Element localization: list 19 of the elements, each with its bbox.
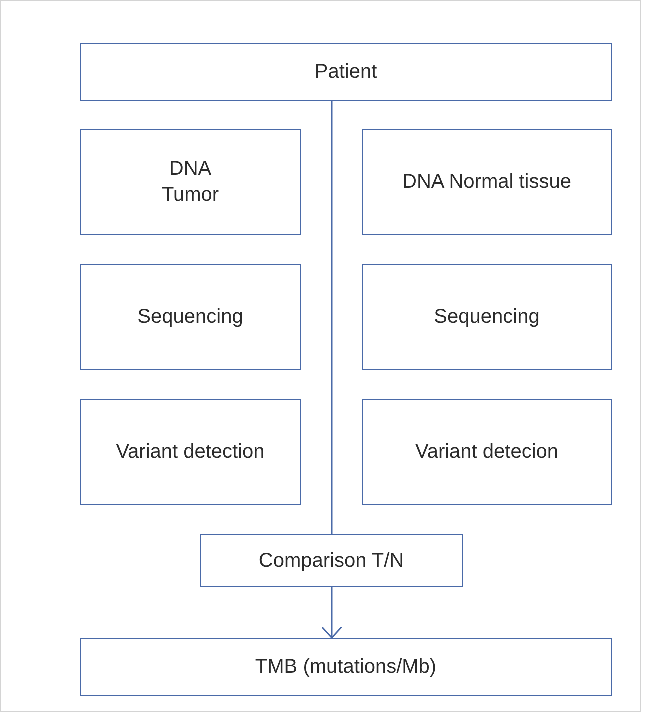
box-label: Sequencing [434, 305, 540, 330]
process-box [80, 264, 301, 370]
process-box [80, 399, 301, 505]
process-box [80, 638, 612, 696]
process-box [200, 534, 463, 587]
box-label: DNA Tumor [160, 157, 220, 208]
box-label: TMB (mutations/Mb) [255, 655, 437, 680]
box-label: Comparison T/N [258, 548, 404, 574]
process-box [362, 264, 612, 370]
box-label: Sequencing [138, 305, 244, 330]
process-box [362, 399, 612, 505]
process-box [80, 43, 612, 101]
box-label: DNA Normal tissue [402, 170, 572, 195]
process-box [362, 129, 612, 235]
box-label: Patient [314, 60, 378, 85]
box-label: Variant detecion [415, 440, 559, 465]
process-box [80, 129, 301, 235]
box-label: Variant detection [116, 440, 265, 465]
arrow [321, 587, 343, 639]
